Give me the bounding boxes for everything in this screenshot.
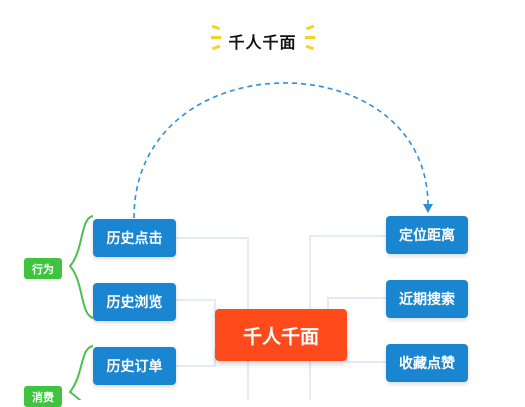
sparkle-right-icon <box>305 24 315 51</box>
node-history-click: 历史点击 <box>93 219 176 257</box>
sparkle-left-icon <box>211 24 221 51</box>
bracket-consumption <box>68 345 94 400</box>
node-history-browse: 历史浏览 <box>93 283 176 321</box>
node-history-order: 历史订单 <box>93 347 176 385</box>
diagram-title: 千人千面 <box>228 33 297 52</box>
group-tag-consumption: 消费 <box>24 386 62 407</box>
connector-lines <box>176 235 386 400</box>
center-node: 千人千面 <box>215 309 347 361</box>
group-tag-behavior: 行为 <box>24 258 62 279</box>
node-recent-search: 近期搜索 <box>386 280 468 318</box>
bracket-behavior <box>68 215 94 319</box>
arrowhead-icon <box>423 204 433 213</box>
node-location-distance: 定位距离 <box>386 216 468 254</box>
node-favorite-like: 收藏点赞 <box>386 344 468 382</box>
dashed-arc-arrow <box>133 82 429 219</box>
